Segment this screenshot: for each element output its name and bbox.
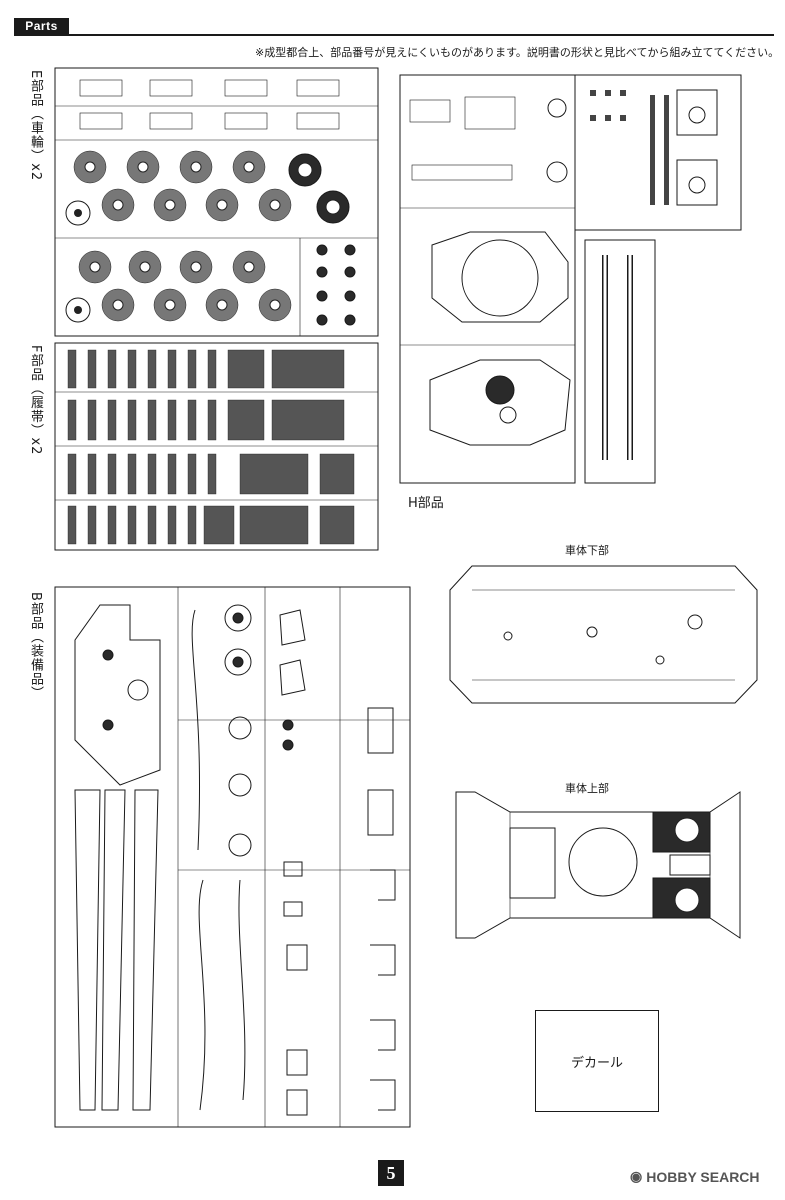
header-rule (14, 34, 774, 36)
sprue-b-label: B部品（装備品） (28, 592, 43, 700)
upper-hull-label: 車体上部 (565, 782, 609, 795)
sprue-h-drawing (399, 74, 742, 484)
decal-label: デカール (570, 1055, 623, 1071)
sprue-h-label: H部品 (408, 496, 444, 511)
sprue-b-drawing (54, 586, 411, 1128)
lower-hull-drawing (449, 565, 758, 704)
sprue-e-label: E部品（車輪）x2 (28, 70, 43, 182)
watermark-logo-icon: ◉ (630, 1168, 643, 1184)
decal-sheet: デカール (535, 1010, 659, 1112)
watermark-brand: HOBBY SEARCH (646, 1168, 760, 1185)
watermark: ◉ HOBBY SEARCH (630, 1168, 760, 1185)
lower-hull-label: 車体下部 (565, 544, 609, 557)
upper-hull-drawing (455, 791, 741, 939)
sprue-f-drawing (54, 342, 379, 551)
sprue-f-label: F部品（履帯）x2 (28, 345, 43, 456)
sprue-e-drawing (54, 67, 379, 337)
assembly-note: ※成型都合上、部品番号が見えにくいものがあります。説明書の形状と見比べてから組み… (255, 46, 780, 59)
parts-section-tab: Parts (14, 18, 69, 34)
page-number: 5 (378, 1160, 404, 1186)
